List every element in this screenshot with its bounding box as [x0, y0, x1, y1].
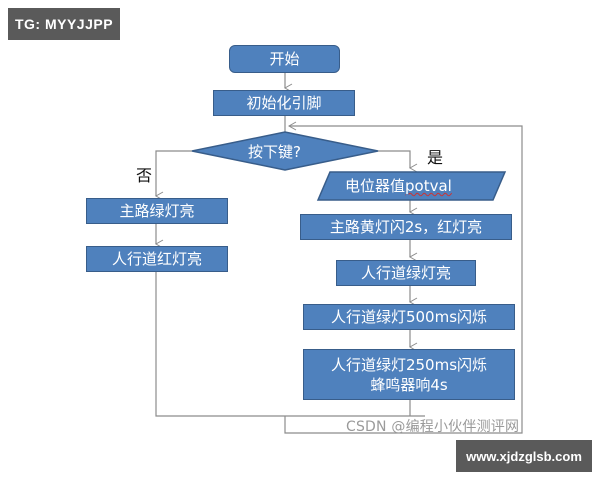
input-label-var: potval [405, 177, 452, 195]
sidewalk-green-500ms-label: 人行道绿灯500ms闪烁 [330, 308, 488, 326]
sidewalk-green-500ms-node: 人行道绿灯500ms闪烁 [303, 304, 515, 330]
sidewalk-red-label: 人行道红灯亮 [111, 250, 202, 268]
sidewalk-green-label: 人行道绿灯亮 [360, 264, 451, 282]
input-label: 电位器值potval [345, 175, 452, 196]
sidewalk-red-node: 人行道红灯亮 [86, 246, 228, 272]
main-road-green-node: 主路绿灯亮 [86, 198, 228, 224]
decision-label: 按下键? [248, 143, 301, 161]
buzzer-label: 蜂鸣器响4s [370, 375, 448, 394]
decision-diamond [191, 131, 379, 171]
csdn-watermark: CSDN @编程小伙伴测评网 [346, 419, 520, 435]
main-road-green-label: 主路绿灯亮 [119, 202, 195, 220]
sidewalk-green-250ms-node: 人行道绿灯250ms闪烁 蜂鸣器响4s [303, 349, 515, 400]
start-label: 开始 [269, 50, 300, 68]
input-label-text: 电位器值 [345, 177, 406, 195]
main-road-yellow-node: 主路黄灯闪2s，红灯亮 [300, 214, 512, 240]
init-node: 初始化引脚 [213, 90, 355, 116]
sidewalk-green-node: 人行道绿灯亮 [336, 260, 476, 286]
yes-label: 是 [427, 148, 444, 167]
main-road-yellow-label: 主路黄灯闪2s，红灯亮 [329, 218, 483, 236]
input-parallelogram [316, 171, 507, 201]
init-label: 初始化引脚 [246, 94, 322, 112]
site-badge: www.xjdzglsb.com [456, 440, 592, 472]
tg-badge: TG: MYYJJPP [8, 8, 120, 40]
no-label: 否 [136, 166, 153, 185]
sidewalk-green-250ms-label: 人行道绿灯250ms闪烁 [330, 355, 488, 374]
start-node: 开始 [229, 45, 340, 73]
